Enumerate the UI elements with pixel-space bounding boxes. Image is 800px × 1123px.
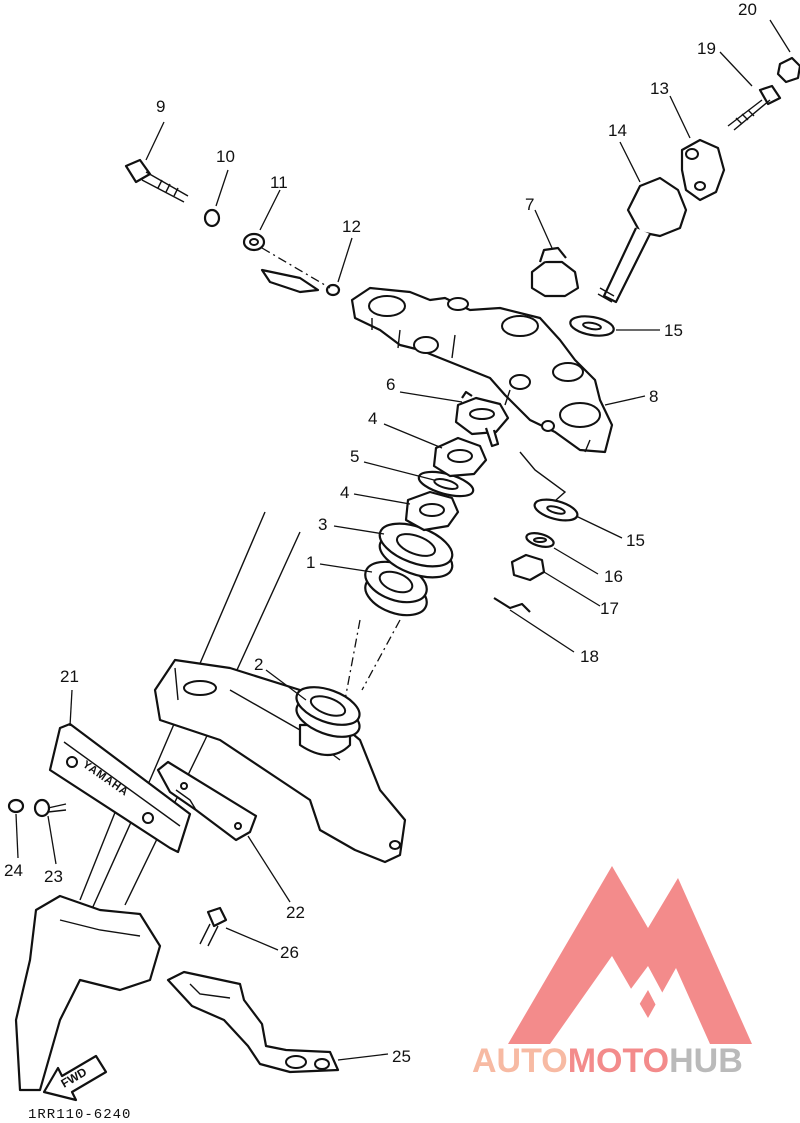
bolt-26 [199,906,228,947]
callout-13: 13 [650,79,669,98]
washer-15-upper [569,315,615,337]
screw-23 [33,798,67,818]
callout-15-lower: 15 [626,531,645,550]
washer-15-lower [519,451,579,522]
nut-17 [510,553,546,582]
fork-lower [14,894,162,1092]
leader-lines [15,19,791,1061]
callout-21: 21 [60,667,79,686]
ring-nuts [404,390,510,532]
nut-20 [776,56,800,84]
bearing-cover [378,522,454,579]
callout-4-lower: 4 [340,483,349,502]
callout-4-upper: 4 [368,409,377,428]
bearing-lower [295,686,361,738]
callout-23: 23 [44,867,63,886]
callout-3: 3 [318,515,327,534]
emblem: YAMAHA [48,722,192,854]
callout-14: 14 [608,121,627,140]
callout-22: 22 [286,903,305,922]
callout-2: 2 [254,655,263,674]
emblem-bracket [156,760,258,842]
callout-25: 25 [392,1047,411,1066]
callout-26: 26 [280,943,299,962]
handlebar-upper-holder [680,138,726,202]
callout-24: 24 [4,861,23,880]
callout-17: 17 [600,599,619,618]
callout-15-upper: 15 [664,321,683,340]
washers-small [203,208,341,297]
callout-11: 11 [270,173,288,192]
callout-16: 16 [604,567,623,586]
bolt-19 [727,84,782,131]
callout-9: 9 [156,97,165,116]
upper-bracket [350,286,614,454]
bearing-upper [364,560,428,617]
callout-12: 12 [342,217,361,236]
wire-18 [493,597,531,613]
callout-18: 18 [580,647,599,666]
callout-10: 10 [216,147,235,166]
handlebar-holder [597,176,688,304]
watermark-g-mark-icon [590,966,690,1044]
watermark-logo: AUTOMOTOHUB [472,866,752,1080]
callout-8: 8 [649,387,658,406]
watermark-text-auto: AUTO [472,1042,568,1080]
svg-text:AUTOMOTOHUB: AUTOMOTOHUB [472,1042,743,1080]
diagram-code: 1RR110-6240 [28,1107,131,1123]
brake-hose-guide [166,970,340,1074]
lock-washer-16 [525,532,555,548]
callout-20: 20 [738,0,757,19]
callout-numbers: 20 19 13 14 9 10 11 12 7 15 6 8 4 5 4 3 … [4,0,757,1066]
cap-nut [530,246,580,298]
watermark-text-hub: HUB [669,1042,743,1080]
watermark-triangle-icon [508,866,752,1044]
bolt-9 [124,158,189,203]
fwd-arrow-icon: FWD [42,1054,108,1102]
callout-1: 1 [306,553,315,572]
screw-24 [7,798,25,814]
callout-19: 19 [697,39,716,58]
callout-6: 6 [386,375,395,394]
watermark-text-moto: MOTO [568,1042,669,1080]
callout-7: 7 [525,195,534,214]
lower-bracket [153,619,407,864]
callout-5: 5 [350,447,359,466]
